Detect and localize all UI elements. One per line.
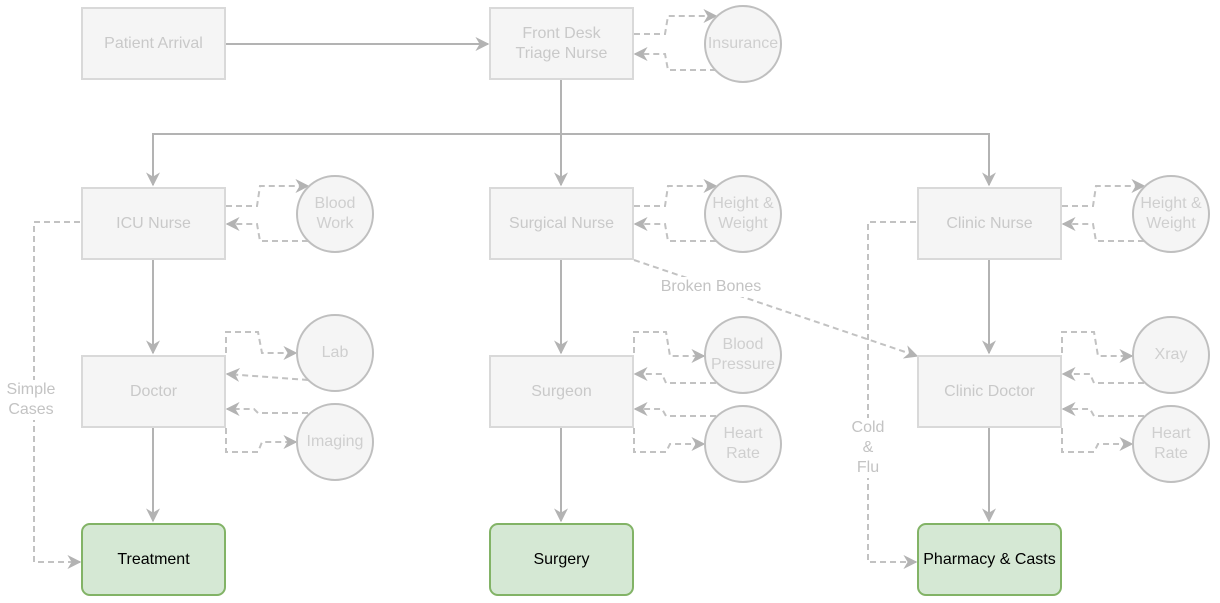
heart-rate-node-surgeon[interactable]: Heart Rate bbox=[704, 405, 782, 483]
surgery-node[interactable]: Surgery bbox=[489, 523, 634, 596]
surgical-nurse-node[interactable]: Surgical Nurse bbox=[489, 187, 634, 260]
edge-label-simple-cases: Simple Cases bbox=[4, 380, 58, 420]
imaging-node[interactable]: Imaging bbox=[296, 403, 374, 481]
edge-surgeon-to-blood-pressure bbox=[633, 331, 706, 363]
clinic-nurse-node[interactable]: Clinic Nurse bbox=[917, 187, 1062, 260]
treatment-node[interactable]: Treatment bbox=[81, 523, 226, 596]
height-weight-node-surgical[interactable]: Height & Weight bbox=[704, 175, 782, 253]
height-weight-node-clinic[interactable]: Height & Weight bbox=[1132, 175, 1210, 253]
insurance-node[interactable]: Insurance bbox=[704, 5, 782, 83]
icu-nurse-node[interactable]: ICU Nurse bbox=[81, 187, 226, 260]
edge-surgical-to-height-weight bbox=[634, 179, 718, 207]
xray-node[interactable]: Xray bbox=[1132, 316, 1210, 394]
edge-front-desk-to-clinic bbox=[561, 133, 996, 187]
edge-label-broken-bones: Broken Bones bbox=[656, 277, 766, 297]
edge-doctor-to-imaging bbox=[225, 428, 298, 453]
blood-pressure-node[interactable]: Blood Pressure bbox=[704, 316, 782, 394]
edge-insurance-to-front-desk bbox=[633, 47, 716, 71]
edge-label-cold-flu: Cold & Flu bbox=[848, 418, 888, 478]
lab-node[interactable]: Lab bbox=[296, 314, 374, 392]
pharmacy-casts-node[interactable]: Pharmacy & Casts bbox=[917, 523, 1062, 596]
surgeon-node[interactable]: Surgeon bbox=[489, 355, 634, 428]
edge-xray-to-clinic-doctor bbox=[1061, 367, 1144, 384]
blood-work-node[interactable]: Blood Work bbox=[296, 175, 374, 253]
edge-heart-rate-to-clinic-doctor bbox=[1061, 402, 1144, 417]
edge-blood-work-to-icu bbox=[225, 217, 308, 242]
edge-height-weight-to-clinic-nurse bbox=[1061, 217, 1144, 242]
edge-imaging-to-doctor bbox=[225, 402, 308, 416]
edge-front-desk-to-insurance bbox=[634, 9, 718, 35]
edge-blood-pressure-to-surgeon bbox=[633, 367, 716, 384]
edge-surgeon-to-heart-rate bbox=[633, 428, 706, 453]
edge-icu-to-blood-work bbox=[226, 179, 310, 207]
edge-doctor-to-lab bbox=[225, 331, 298, 360]
edge-heart-rate-to-surgeon bbox=[633, 402, 716, 417]
edge-lab-to-doctor bbox=[225, 367, 309, 382]
edge-clinic-nurse-to-height-weight bbox=[1062, 179, 1146, 207]
edge-clinic-doctor-to-heart-rate bbox=[1061, 428, 1134, 453]
patient-arrival-node[interactable]: Patient Arrival bbox=[81, 7, 226, 80]
edge-clinic-doctor-to-xray bbox=[1061, 331, 1134, 363]
heart-rate-node-clinic[interactable]: Heart Rate bbox=[1132, 405, 1210, 483]
edge-front-desk-to-icu bbox=[146, 80, 562, 187]
clinic-doctor-node[interactable]: Clinic Doctor bbox=[917, 355, 1062, 428]
edge-height-weight-to-surgical bbox=[633, 217, 716, 242]
edge-clinic-nurse-cold-flu-to-pharmacy bbox=[867, 221, 918, 569]
doctor-node[interactable]: Doctor bbox=[81, 355, 226, 428]
front-desk-triage-nurse-node[interactable]: Front Desk Triage Nurse bbox=[489, 7, 634, 80]
